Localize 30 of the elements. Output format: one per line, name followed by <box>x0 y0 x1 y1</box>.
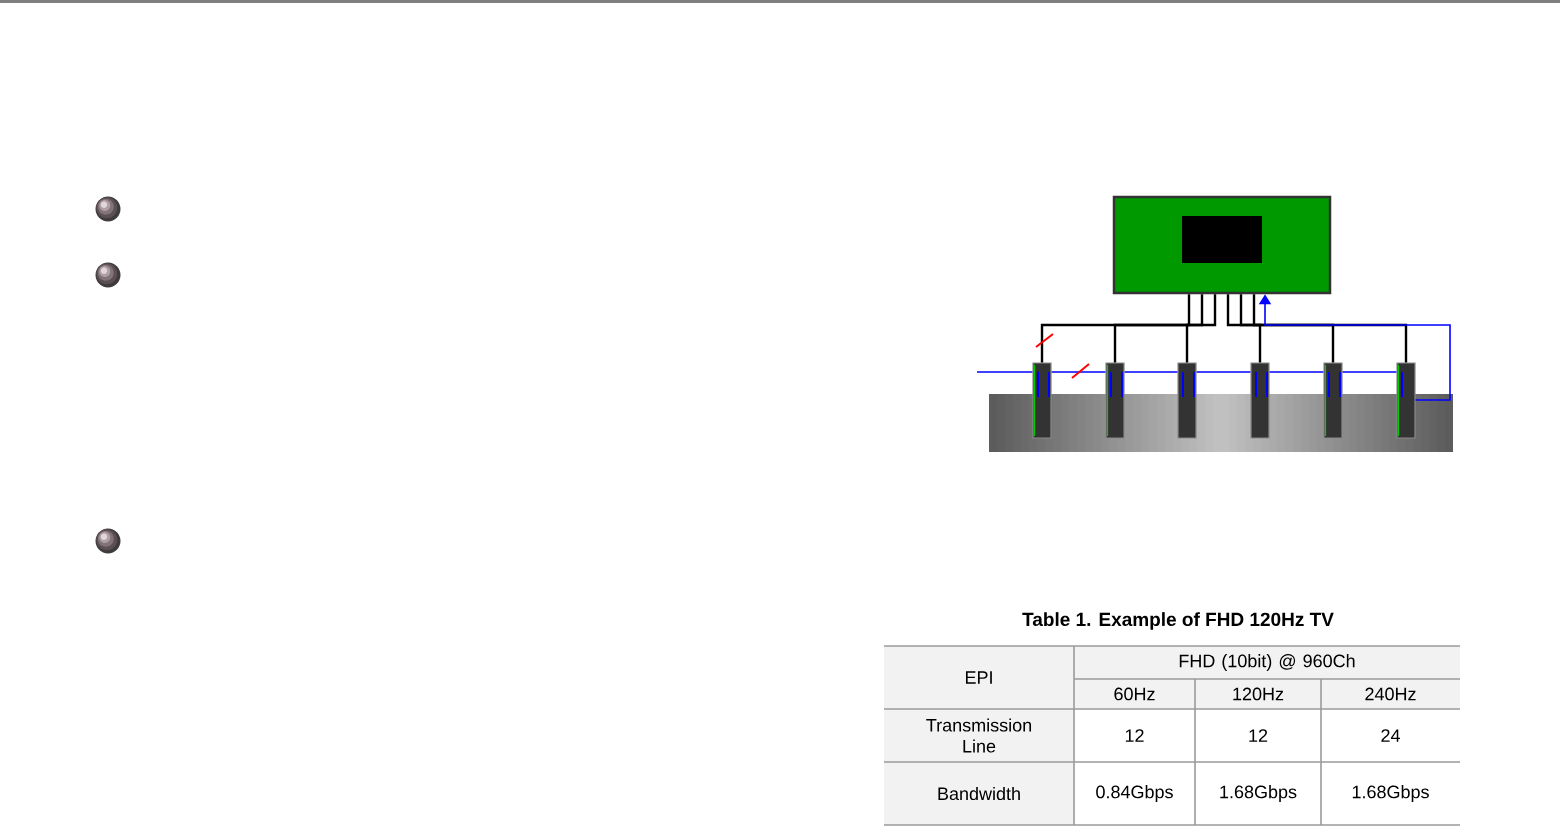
connector-line <box>1195 371 1252 373</box>
table-cell: 0.84Gbps <box>1096 785 1173 802</box>
table-cell: 240Hz <box>1321 679 1460 709</box>
connector-line <box>1226 294 1262 363</box>
table-cell: 12 <box>1125 729 1144 742</box>
table-cell: 60Hz <box>1074 679 1195 709</box>
driver-chip <box>1032 362 1052 439</box>
connector-line <box>1040 294 1191 363</box>
driver-chip <box>1105 362 1125 439</box>
table-caption: Table 1. Example of FHD 120Hz TV <box>1022 612 1334 630</box>
table-cell: 12 <box>1249 729 1268 742</box>
table-cell: Transmission Line <box>884 709 1074 762</box>
connector-line <box>1050 371 1107 373</box>
table-cell: 1.68Gbps <box>1220 785 1297 802</box>
driver-chip <box>1177 362 1197 439</box>
table-cell: 120Hz <box>1195 679 1321 709</box>
connector-line <box>1185 294 1217 363</box>
table-cell: 1.68Gbps <box>1352 785 1429 802</box>
circuit-board <box>1112 195 1332 295</box>
connector-line <box>1123 371 1179 373</box>
driver-chip <box>1250 362 1270 439</box>
table-cell: EPI <box>884 646 1074 709</box>
connector-line <box>976 371 1034 373</box>
table-cell: 24 <box>1381 729 1400 742</box>
connector-line <box>1113 294 1204 363</box>
connector-line <box>1341 371 1398 373</box>
connector-line <box>1268 371 1325 373</box>
driver-chip <box>1323 362 1343 439</box>
table-cell: Bandwidth <box>884 762 1074 825</box>
driver-chip <box>1396 362 1416 439</box>
